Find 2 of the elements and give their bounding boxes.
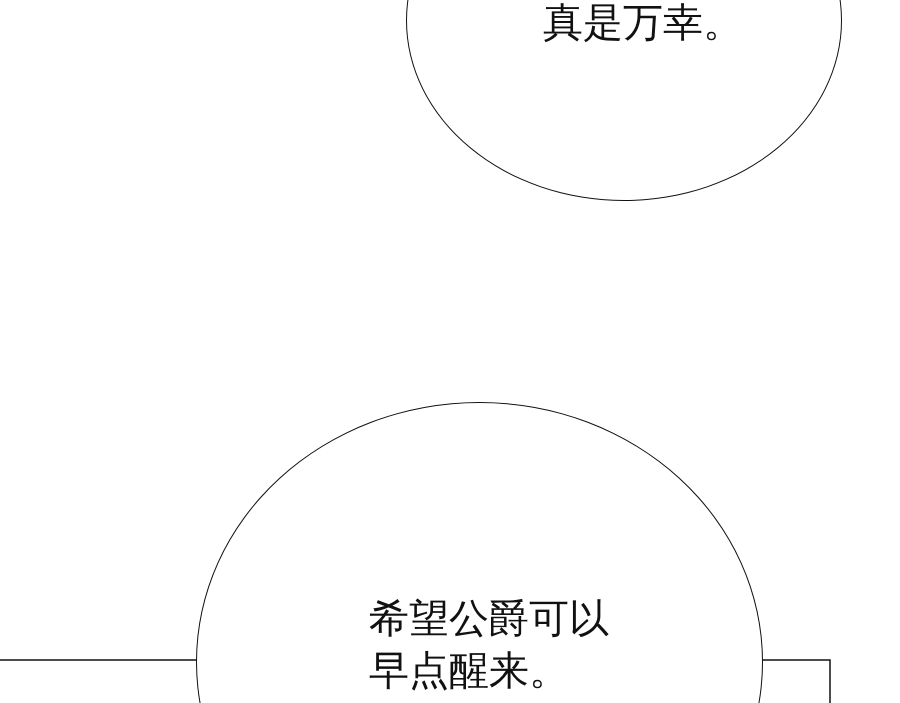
dialogue-text: 希望公爵可以早点醒来。: [369, 595, 610, 696]
dialogue-text: 真是万幸。: [543, 0, 743, 48]
